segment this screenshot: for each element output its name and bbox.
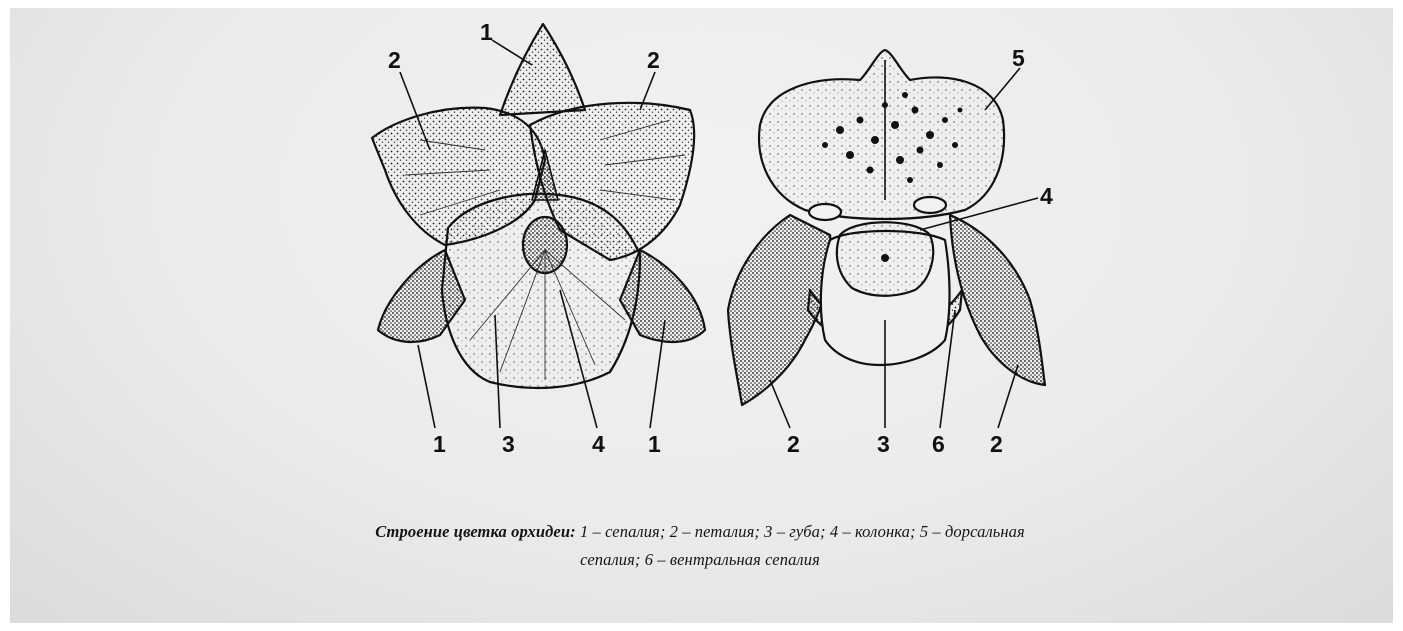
left-label-petal-left: 2	[388, 47, 401, 73]
caption-title: Строение цветка орхидеи:	[375, 522, 575, 541]
right-flower	[728, 50, 1045, 405]
right-petal-right	[950, 215, 1045, 385]
left-label-petal-right: 2	[647, 47, 660, 73]
left-label-column: 4	[592, 431, 605, 457]
right-label-petal-left: 2	[787, 431, 800, 457]
left-label-bottom-sepal-right: 1	[648, 431, 661, 457]
right-dorsal-sepal	[759, 50, 1004, 219]
right-label-ventral-sepal: 6	[932, 431, 945, 457]
left-label-top-sepal: 1	[480, 19, 493, 45]
caption-line-1: Строение цветка орхидеи: 1 – сепалия; 2 …	[200, 522, 1200, 542]
left-label-bottom-sepal-left: 1	[433, 431, 446, 457]
right-label-petal-right: 2	[990, 431, 1003, 457]
caption-text-1: 1 – сепалия; 2 – петалия; 3 – губа; 4 – …	[580, 522, 1025, 541]
left-flower	[372, 24, 705, 388]
right-label-column: 4	[1040, 183, 1053, 209]
right-label-lip: 3	[877, 431, 890, 457]
caption-line-2: сепалия; 6 – вентральная сепалия	[200, 550, 1200, 570]
left-label-lip: 3	[502, 431, 515, 457]
right-label-dorsal-sepal: 5	[1012, 45, 1025, 71]
left-top-sepal	[500, 24, 585, 115]
